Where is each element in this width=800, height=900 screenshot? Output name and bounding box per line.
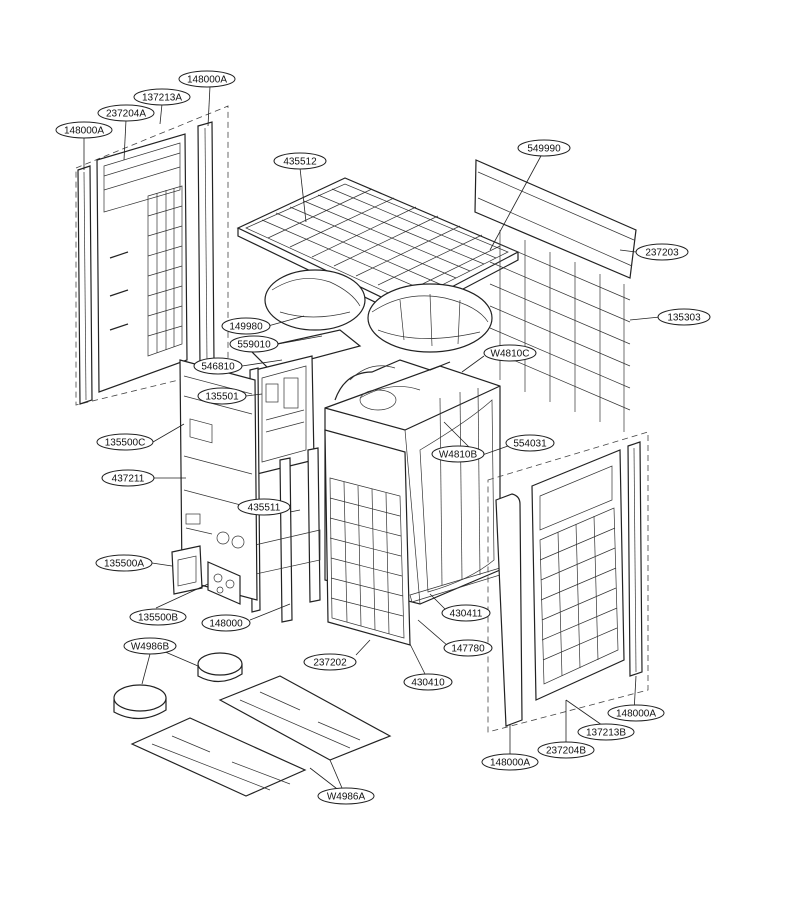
svg-text:435511: 435511 [248,503,281,514]
callout-437211: 437211 [101,469,155,487]
fan-blades [264,269,493,353]
callout-W4810C: W4810C [483,344,537,362]
callout-549990: 549990 [517,139,571,157]
svg-text:W4986B: W4986B [131,642,170,653]
svg-text:148000A: 148000A [490,758,530,769]
svg-text:148000A: 148000A [187,75,227,86]
callout-148000A-left: 148000A [55,121,113,139]
base-plates [130,675,392,797]
svg-text:135501: 135501 [205,392,239,403]
svg-text:137213B: 137213B [586,728,626,739]
callout-237203: 237203 [635,243,689,261]
svg-text:135303: 135303 [667,313,701,324]
svg-text:135500C: 135500C [105,438,146,449]
callout-435512: 435512 [273,152,327,170]
svg-text:W4986A: W4986A [327,792,366,803]
callout-135500B: 135500B [129,608,187,626]
svg-text:559010: 559010 [237,340,271,351]
callout-546810: 546810 [193,357,243,375]
callout-W4986A: W4986A [317,787,375,805]
svg-text:549990: 549990 [527,144,561,155]
leader-lines [83,85,661,796]
svg-text:135500B: 135500B [138,613,178,624]
callout-148000A-top: 148000A [178,70,236,88]
right-side-panel-assembly [487,431,649,733]
callout-435511: 435511 [237,498,291,516]
svg-text:437211: 437211 [112,474,145,485]
svg-text:237202: 237202 [313,658,347,669]
svg-text:148000: 148000 [209,619,243,630]
base-caps [113,652,243,720]
callout-148000A-right: 148000A [607,704,665,722]
svg-text:149980: 149980 [229,322,263,333]
svg-text:148000A: 148000A [64,126,104,137]
callout-430411: 430411 [441,604,491,622]
callout-135501: 135501 [197,387,247,405]
callout-237202: 237202 [303,653,357,671]
callout-430410: 430410 [403,673,453,691]
svg-text:435512: 435512 [283,157,317,168]
callout-135500A: 135500A [95,554,153,572]
callout-237204B: 237204B [537,741,595,759]
callout-135500C: 135500C [96,433,154,451]
callout-W4810B: W4810B [431,445,485,463]
svg-text:147780: 147780 [451,644,485,655]
left-panel-grille [147,185,183,357]
callout-149980: 149980 [221,317,271,335]
callout-148000: 148000 [201,614,251,632]
callout-137213A: 137213A [133,88,191,106]
right-front-panel [324,429,411,646]
svg-text:554031: 554031 [513,439,547,450]
callout-148000A-bottom: 148000A [481,753,539,771]
callout-559010: 559010 [229,335,279,353]
svg-text:237204B: 237204B [546,746,586,757]
callout-237204A: 237204A [97,104,155,122]
svg-text:430410: 430410 [411,678,445,689]
front-panel [179,359,258,601]
svg-text:W4810C: W4810C [491,349,530,360]
callout-554031: 554031 [505,434,555,452]
callout-W4986B: W4986B [123,637,177,655]
svg-text:546810: 546810 [201,362,235,373]
svg-text:W4810B: W4810B [439,450,478,461]
svg-text:237203: 237203 [645,248,679,259]
callout-147780: 147780 [443,639,493,657]
svg-text:135500A: 135500A [104,559,144,570]
left-side-panel-assembly [75,105,229,406]
svg-text:237204A: 237204A [106,109,146,120]
svg-text:430411: 430411 [450,609,483,620]
svg-text:148000A: 148000A [616,709,656,720]
rear-panel-and-grille [474,159,637,432]
service-covers [171,545,241,605]
callout-137213B: 137213B [577,723,635,741]
svg-text:137213A: 137213A [142,93,182,104]
callout-135303: 135303 [657,308,711,326]
